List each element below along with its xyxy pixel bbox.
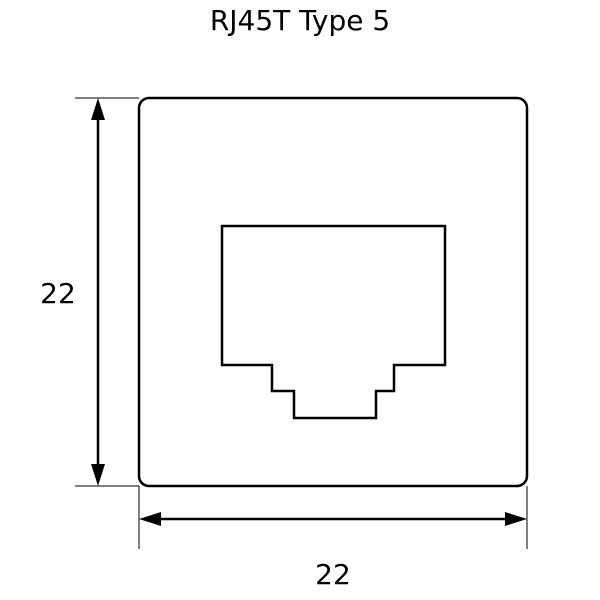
width-dimension-line	[139, 512, 527, 526]
width-dimension-label: 22	[315, 558, 351, 591]
height-dimension-line	[91, 98, 105, 486]
height-dimension-label: 22	[40, 277, 76, 310]
rj45-port-opening	[220, 224, 447, 420]
faceplate-outline	[137, 96, 529, 488]
diagram-title: RJ45T Type 5	[209, 4, 391, 37]
